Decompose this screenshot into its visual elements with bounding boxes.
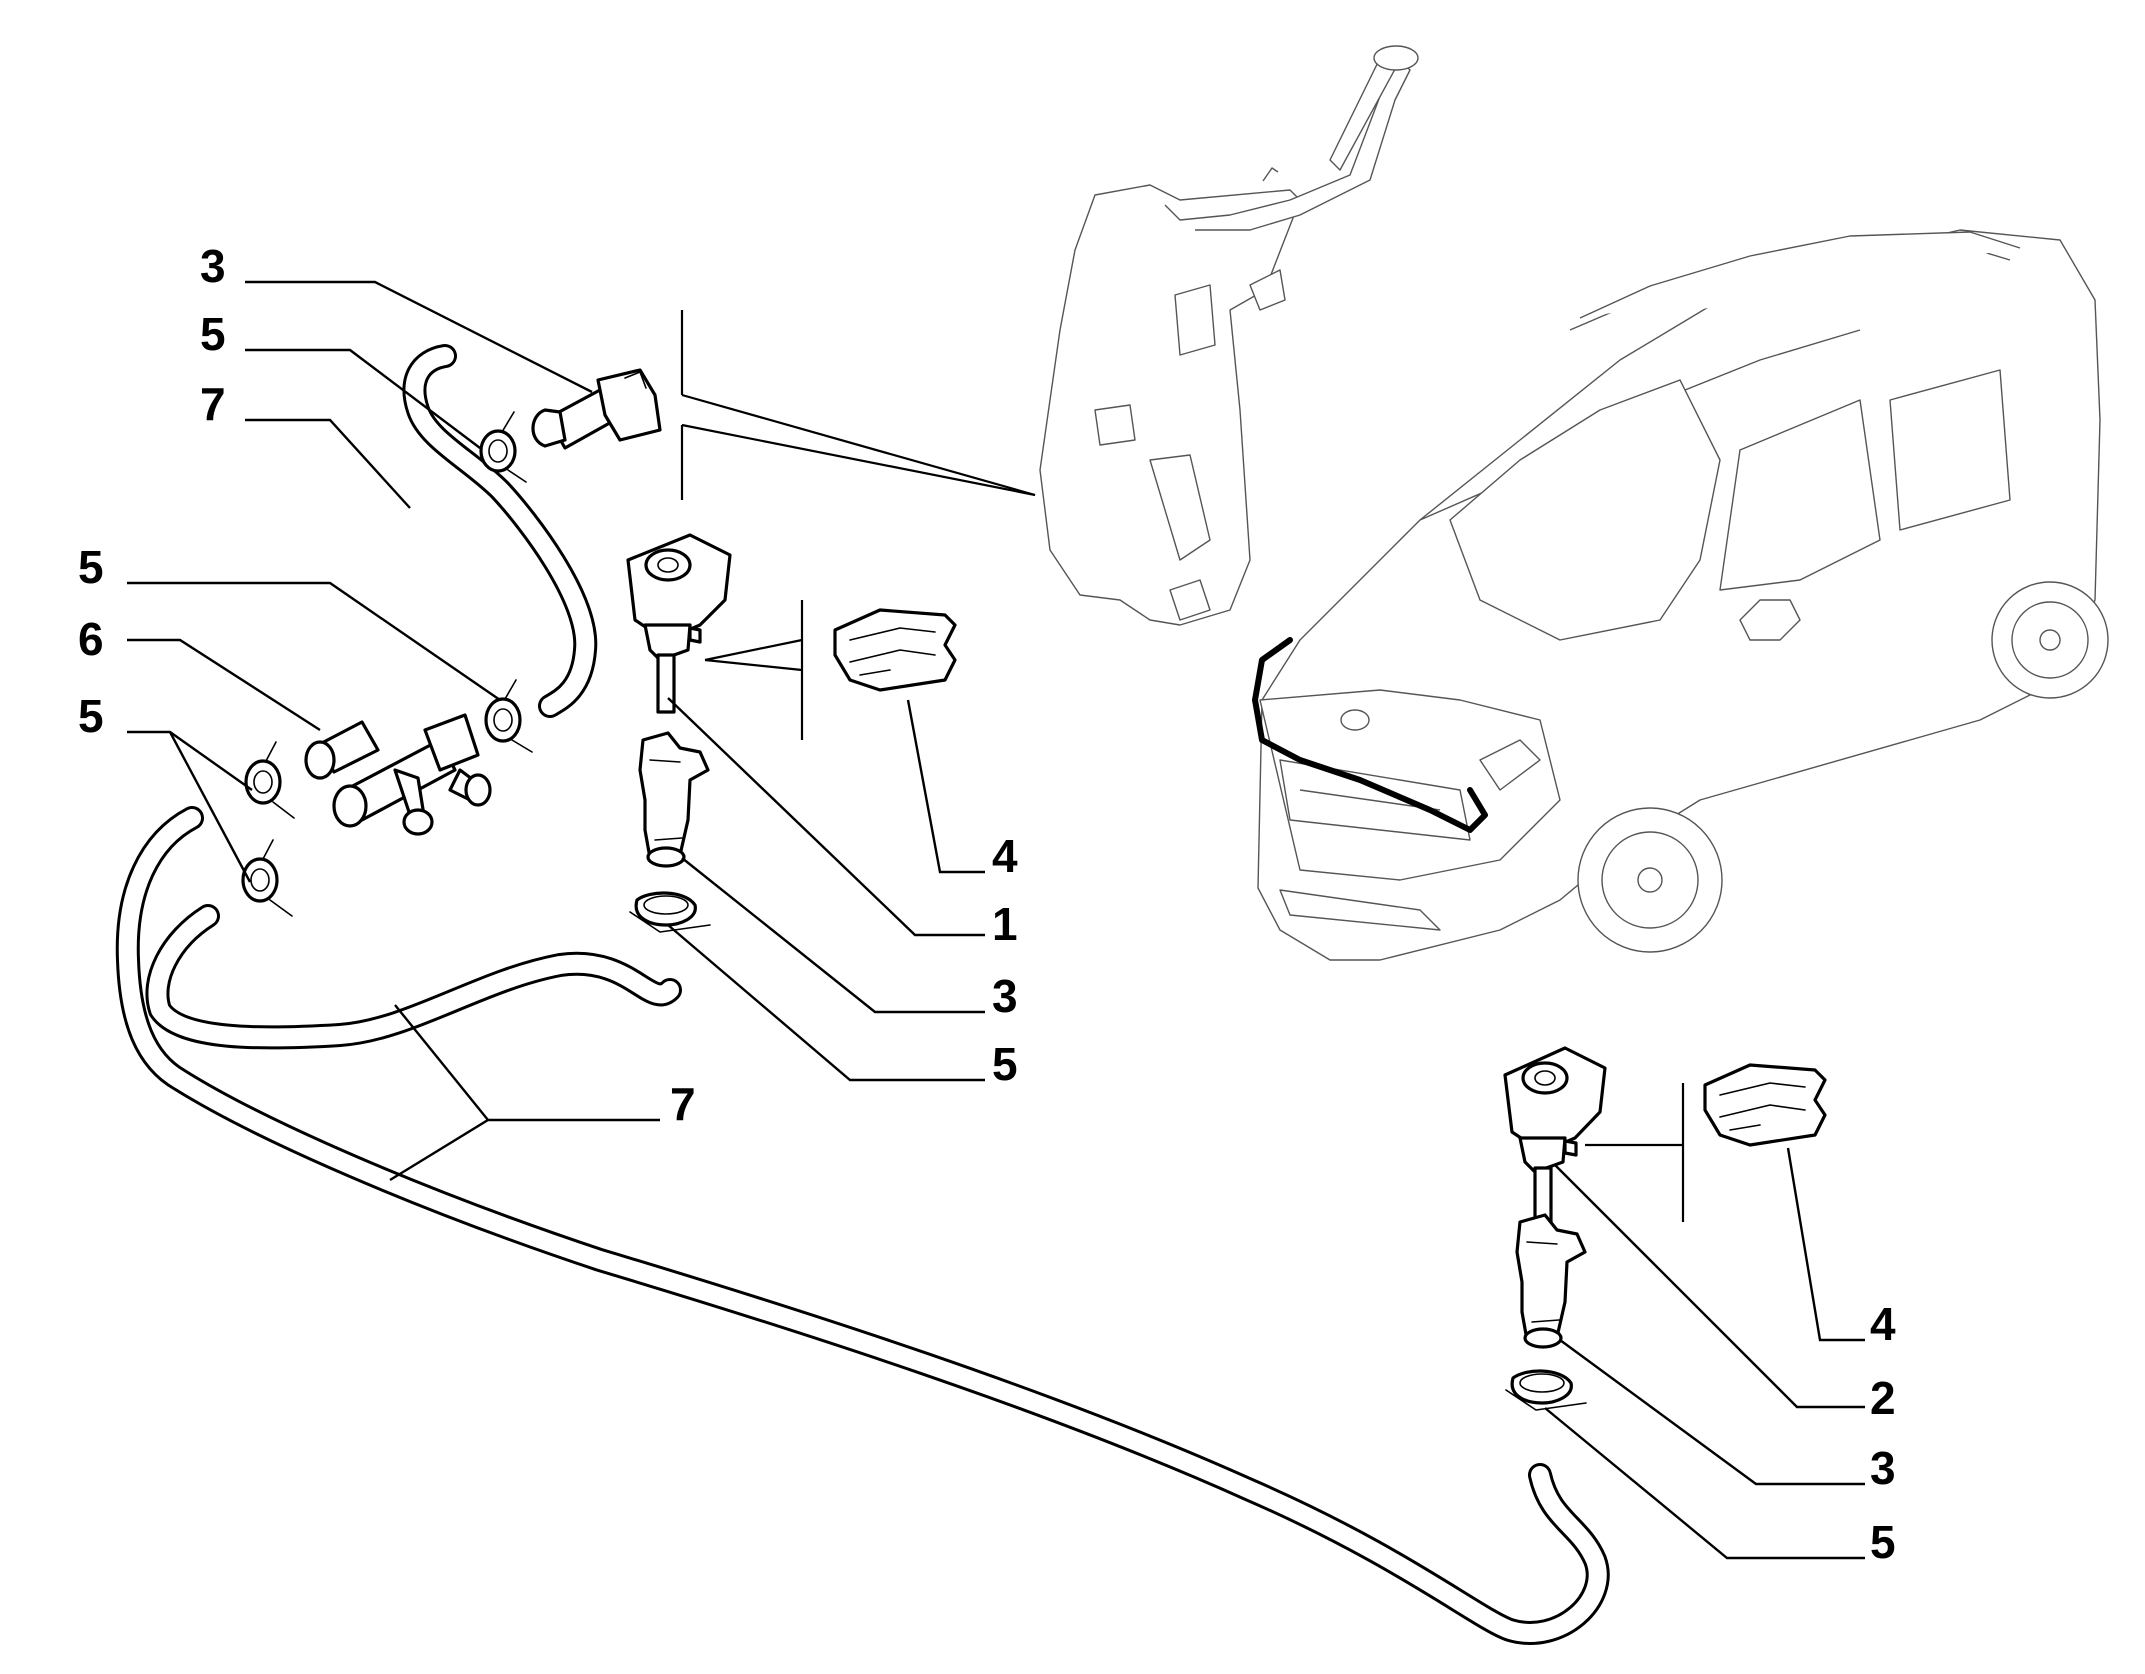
clamp-top — [479, 411, 527, 483]
washer-reservoir-illustration — [1039, 45, 1419, 626]
reference-lines — [680, 310, 1685, 1222]
callout-7-bottom: 7 — [670, 1078, 696, 1130]
callout-6: 6 — [78, 613, 104, 665]
callout-7-top: 7 — [200, 378, 226, 430]
callouts: 3 5 7 5 6 5 4 1 3 5 7 4 2 3 5 — [78, 240, 1896, 1568]
callout-5-mid: 5 — [78, 541, 104, 593]
callout-5-center: 5 — [992, 1038, 1018, 1090]
callout-4-right: 4 — [1870, 1298, 1896, 1350]
washer-nozzle-right — [1503, 1046, 1607, 1227]
leader-lines — [127, 280, 1865, 1560]
callout-3-right: 3 — [1870, 1442, 1896, 1494]
nozzle-clip-right — [1703, 1063, 1827, 1147]
nozzle-clip-left — [833, 608, 957, 692]
hose-lower-branch — [145, 904, 682, 1050]
clamp-left-lower — [241, 839, 293, 917]
pump-connector-top — [531, 368, 662, 450]
clamp-mid — [484, 679, 533, 753]
clamp-left-upper — [244, 741, 295, 819]
nozzle-connector-right — [1515, 1213, 1587, 1349]
callout-4-left: 4 — [992, 830, 1018, 882]
hose-long-main — [115, 806, 1610, 1645]
nozzle-connector-left — [638, 731, 710, 868]
callout-1: 1 — [992, 898, 1018, 950]
nozzle-clamp-right — [1505, 1369, 1587, 1411]
callout-5-left: 5 — [78, 690, 104, 742]
callout-2: 2 — [1870, 1372, 1896, 1424]
callout-3-top: 3 — [200, 240, 226, 292]
t-connector — [304, 713, 492, 836]
washer-hose-routing-marker — [1252, 637, 1488, 833]
vehicle-illustration — [1252, 229, 2109, 961]
callout-5-right: 5 — [1870, 1516, 1896, 1568]
hose-upper — [402, 344, 598, 718]
washer-nozzle-left — [626, 533, 732, 714]
callout-5-top: 5 — [200, 308, 226, 360]
nozzle-clamp-left — [629, 891, 711, 933]
callout-3-center: 3 — [992, 970, 1018, 1022]
